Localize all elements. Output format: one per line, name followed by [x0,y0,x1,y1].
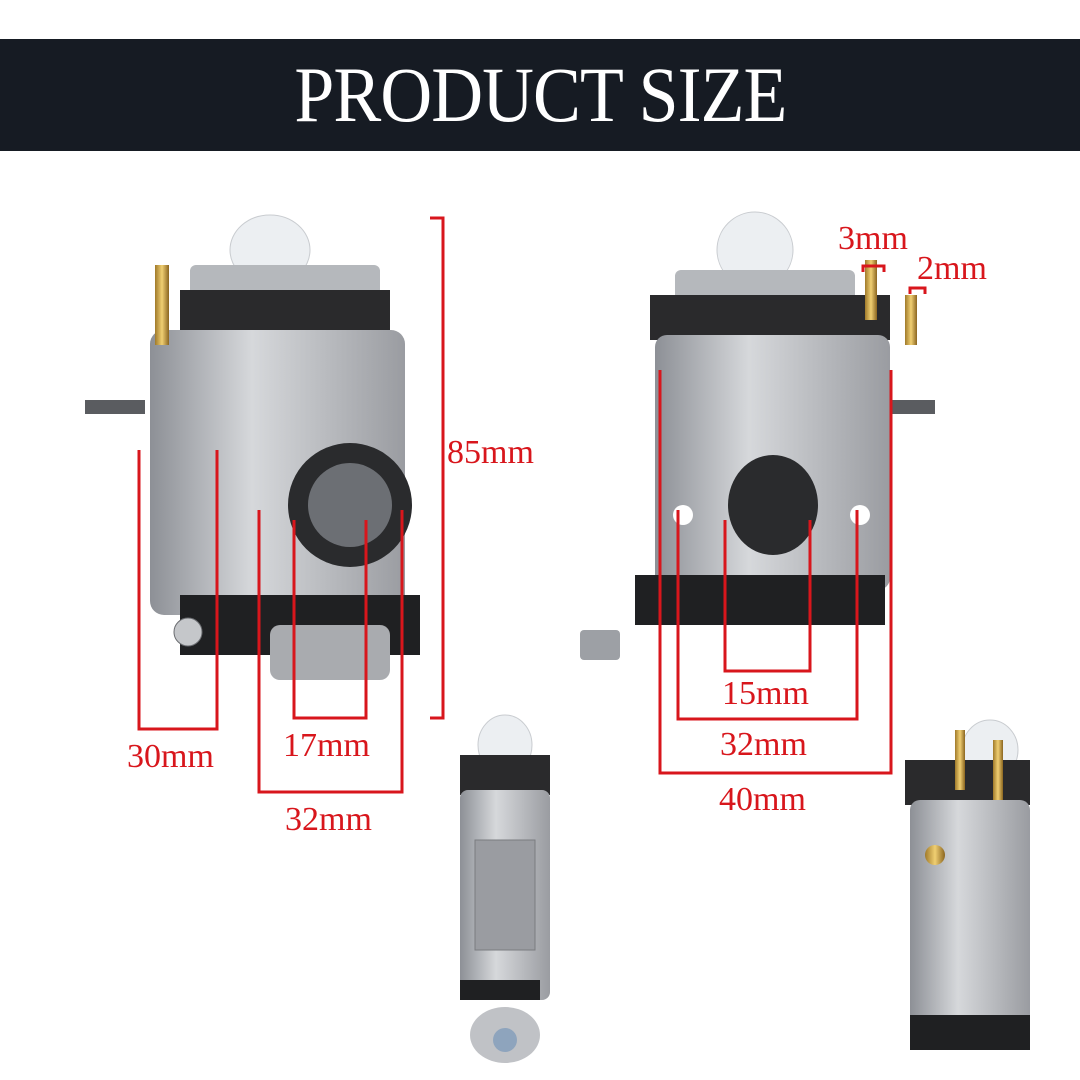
dimension-label-front-bore: 17mm [283,727,370,764]
page-title: PRODUCT SIZE [293,51,787,138]
header-banner: PRODUCT SIZE [0,39,1080,151]
dimension-label-rear-mount-width: 32mm [720,726,807,763]
dimension-label-fuel-port-2mm: 2mm [917,250,987,287]
dimension-label-fuel-port-3mm: 3mm [838,220,908,257]
side-view-right-carburetor-image [905,719,1030,1050]
dimension-label-height: 85mm [447,434,534,471]
dimension-label-body-width: 40mm [719,781,806,818]
rear-view-carburetor-image [580,211,935,660]
dimension-label-rear-bore: 15mm [722,675,809,712]
front-view-carburetor-image [85,214,420,680]
dimension-label-front-mount-width: 32mm [285,801,372,838]
side-view-left-carburetor-image [460,714,550,1063]
dimension-label-left-width: 30mm [127,738,214,775]
